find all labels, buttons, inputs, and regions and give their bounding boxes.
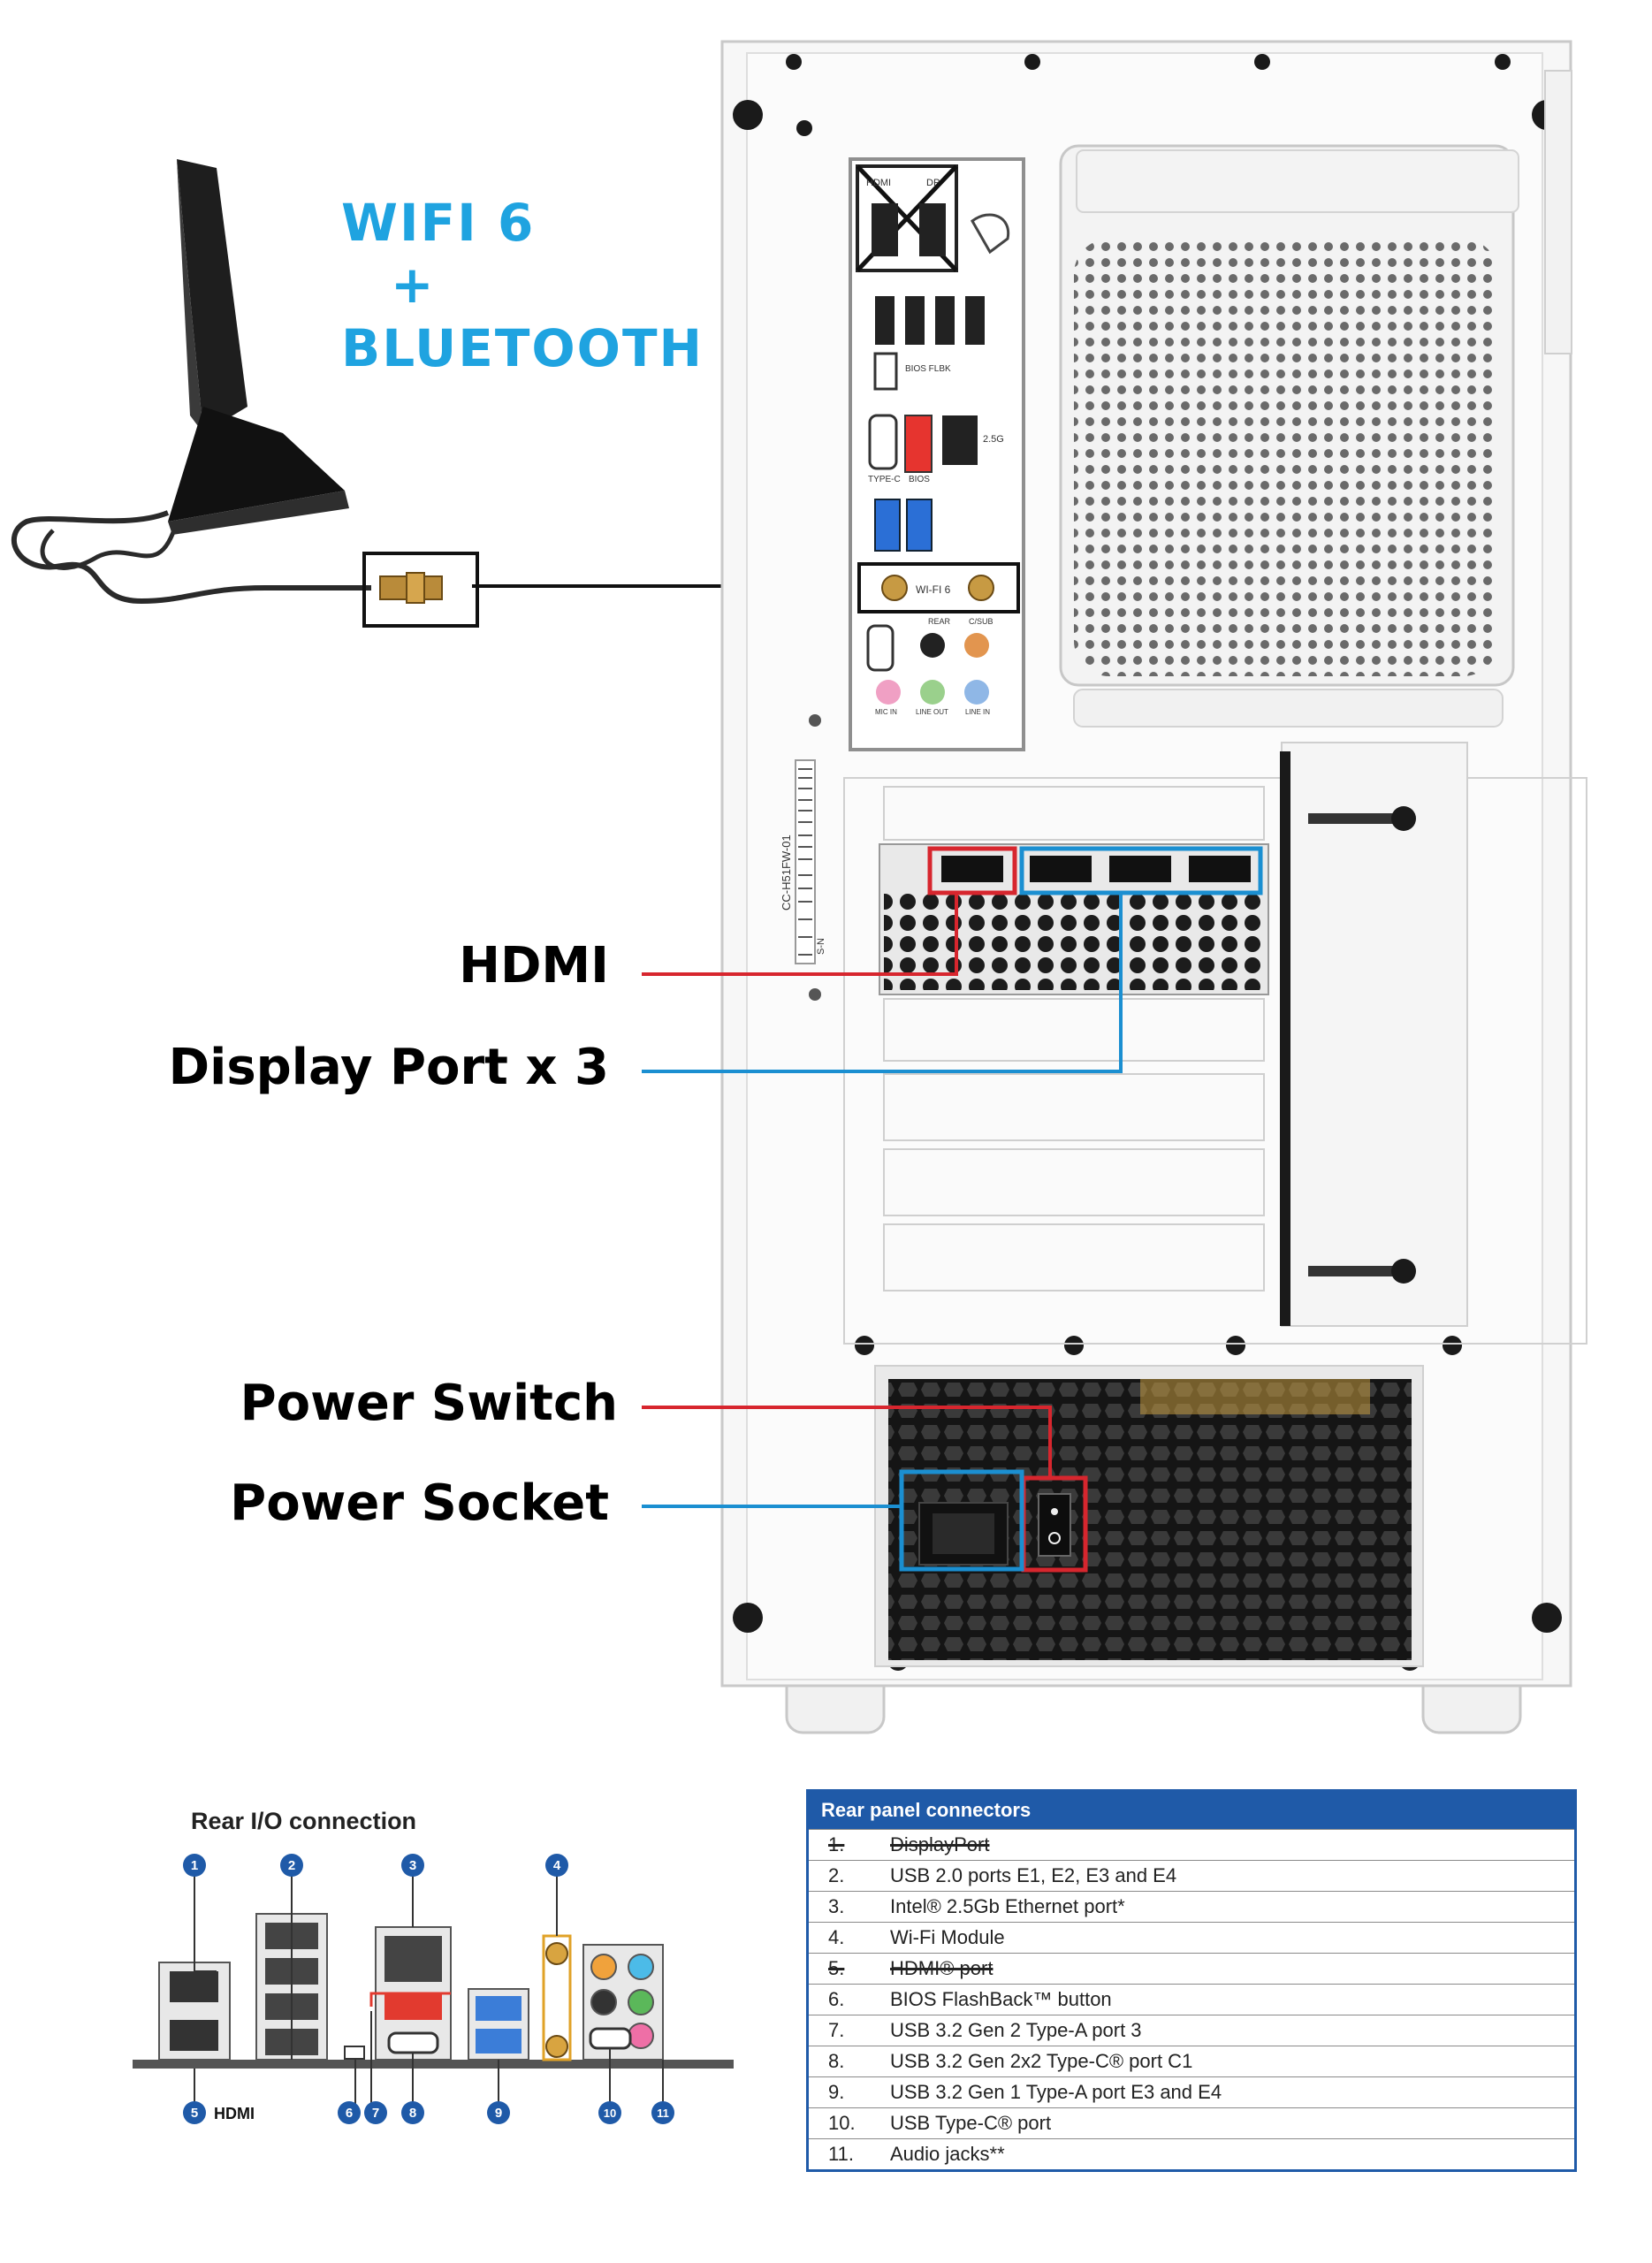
io-bios-flbk-label: BIOS FLBK (905, 364, 951, 374)
antenna-cable-loop (40, 521, 179, 570)
antenna-connector-highlight (362, 552, 479, 628)
fan-grill (1074, 239, 1498, 676)
io-bios-label: BIOS (909, 475, 930, 484)
io-usb2-ports (875, 296, 985, 345)
table-row: 11.Audio jacks** (807, 2138, 1576, 2171)
svg-text:S-N: S-N (816, 938, 826, 955)
row-number: 10. (807, 2107, 881, 2139)
row-label: Wi-Fi Module (881, 1922, 1576, 1954)
badge-2: 2 (288, 1858, 295, 1873)
badge-5: 5 (191, 2106, 198, 2121)
row-label: USB 3.2 Gen 1 Type-A port E3 and E4 (881, 2076, 1576, 2108)
row-number: 11. (807, 2138, 881, 2171)
displayport-leader-line (642, 893, 1123, 1073)
table-row: 5.HDMI® port (807, 1953, 1576, 1985)
wifi-label-plus: + (391, 255, 436, 315)
table-row: 1.DisplayPort (807, 1829, 1576, 1861)
model-sticker: CC-H51FW-01 S-N (780, 759, 826, 964)
row-label: USB Type-C® port (881, 2107, 1576, 2139)
wifi-label-line1: WIFI 6 (341, 193, 536, 253)
row-label: BIOS FlashBack™ button (881, 1984, 1576, 2015)
pc-case-rear-illustration: HDMI DP BIOS FLBK TYPE-C BIOS 2.5G WI-FI… (642, 40, 1587, 1734)
svg-text:CC-H51FW-01: CC-H51FW-01 (780, 834, 793, 911)
table-row: 9.USB 3.2 Gen 1 Type-A port E3 and E4 (807, 2076, 1576, 2108)
callout-displayport: Display Port x 3 (168, 1039, 609, 1096)
row-label: HDMI® port (881, 1953, 1576, 1985)
table-row: 4.Wi-Fi Module (807, 1922, 1576, 1954)
table-row: 8.USB 3.2 Gen 2x2 Type-C® port C1 (807, 2046, 1576, 2077)
displayport-highlight (1019, 846, 1263, 895)
rear-io-title: Rear I/O connection (191, 1808, 417, 1834)
expansion-slots (883, 786, 1265, 1292)
row-label: DisplayPort (881, 1829, 1576, 1861)
rear-io-diagram: 1 2 3 4 5 6 7 8 9 10 11 HDMI (133, 1854, 734, 2124)
badge-3: 3 (409, 1858, 416, 1873)
row-label: USB 3.2 Gen 2 Type-A port 3 (881, 2015, 1576, 2046)
badge-11: 11 (657, 2107, 669, 2120)
io-wifi-label: WI-FI 6 (916, 583, 951, 596)
row-number: 5. (807, 1953, 881, 1985)
hdmi-logo: HDMI (214, 2105, 255, 2122)
row-label: USB 2.0 ports E1, E2, E3 and E4 (881, 1860, 1576, 1892)
io-micin-label: MIC IN (875, 708, 897, 716)
table-row: 2.USB 2.0 ports E1, E2, E3 and E4 (807, 1860, 1576, 1892)
badge-4: 4 (553, 1858, 561, 1873)
io-typec-label: TYPE-C (868, 475, 901, 484)
table-row: 7.USB 3.2 Gen 2 Type-A port 3 (807, 2015, 1576, 2046)
io-dp-label: DP (926, 178, 940, 188)
io-csub-label: C/SUB (969, 617, 993, 626)
row-label: Intel® 2.5Gb Ethernet port* (881, 1891, 1576, 1923)
row-number: 4. (807, 1922, 881, 1954)
callout-power-socket: Power Socket (230, 1474, 609, 1532)
row-number: 9. (807, 2076, 881, 2108)
badge-8: 8 (409, 2106, 416, 2121)
table-row: 6.BIOS FlashBack™ button (807, 1984, 1576, 2015)
row-number: 3. (807, 1891, 881, 1923)
badge-10: 10 (604, 2107, 616, 2120)
wifi-label-line3: BLUETOOTH (341, 318, 704, 378)
row-label: USB 3.2 Gen 2x2 Type-C® port C1 (881, 2046, 1576, 2077)
io-lan-label: 2.5G (983, 434, 1004, 445)
row-number: 8. (807, 2046, 881, 2077)
badge-1: 1 (191, 1858, 198, 1873)
callout-hdmi: HDMI (459, 937, 609, 994)
antenna-fin (177, 159, 247, 433)
badge-7: 7 (372, 2106, 379, 2121)
hdmi-leader-line (642, 893, 958, 976)
callout-power-switch: Power Switch (240, 1375, 618, 1432)
antenna-pointer-line (472, 584, 866, 588)
row-number: 6. (807, 1984, 881, 2015)
io-lineout-label: LINE OUT (916, 708, 948, 716)
power-socket-highlight (899, 1469, 1024, 1572)
table-header: Rear panel connectors (807, 1790, 1576, 1830)
row-number: 1. (807, 1829, 881, 1861)
io-linein-label: LINE IN (965, 708, 990, 716)
hdmi-highlight (927, 846, 1017, 895)
badge-6: 6 (346, 2106, 353, 2121)
table-row: 3.Intel® 2.5Gb Ethernet port* (807, 1891, 1576, 1923)
power-switch-leader-line (642, 1406, 1052, 1478)
table-row: 10.USB Type-C® port (807, 2107, 1576, 2139)
badge-9: 9 (495, 2106, 502, 2121)
antenna-base (168, 407, 345, 522)
row-number: 2. (807, 1860, 881, 1892)
io-rear-label: REAR (928, 617, 951, 626)
wifi-antenna-illustration (11, 159, 443, 605)
io-hdmi-label: HDMI (866, 178, 891, 188)
rear-io-badges: 1 2 3 4 5 6 7 8 9 10 11 (183, 1854, 674, 2124)
row-number: 7. (807, 2015, 881, 2046)
row-label: Audio jacks** (881, 2138, 1576, 2171)
